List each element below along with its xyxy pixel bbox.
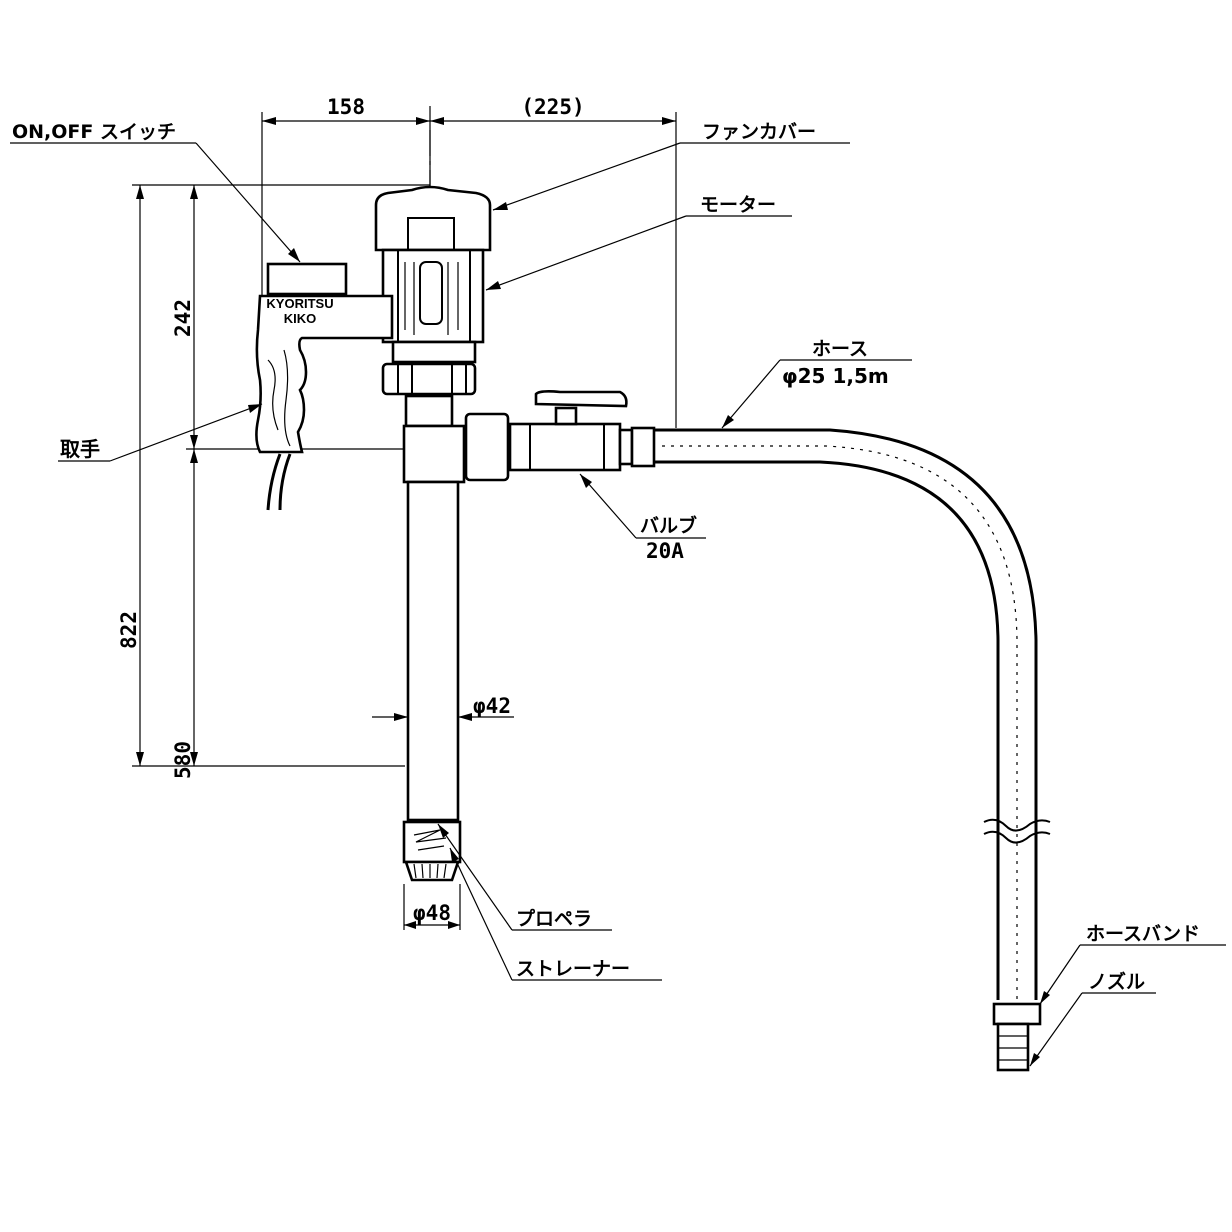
- hose-band-top: [630, 426, 656, 468]
- label-switch: ON,OFF スイッチ: [12, 121, 176, 143]
- union-nut: [464, 412, 510, 482]
- label-hose-band: ホースバンド: [1086, 923, 1200, 945]
- label-handle: 取手: [60, 437, 100, 461]
- label-propeller: プロペラ: [516, 907, 592, 930]
- hose-assembly: [630, 426, 1051, 1072]
- switch-box: [266, 262, 348, 296]
- label-hose-spec: φ25 1,5m: [782, 364, 889, 388]
- dim-strainer-diameter: φ48: [413, 901, 451, 925]
- dim-158: 158: [327, 95, 365, 119]
- nozzle: [996, 1022, 1030, 1072]
- valve-stem: [554, 406, 578, 426]
- valve-assembly: [402, 390, 634, 484]
- annotations: ON,OFF スイッチ ファンカバー モーター ホース φ25 1,5m 取手 …: [10, 121, 1226, 1067]
- label-strainer: ストレーナー: [516, 958, 630, 980]
- label-valve: バルブ: [640, 514, 697, 537]
- handle-grip: [255, 294, 394, 454]
- label-nozzle: ノズル: [1088, 970, 1145, 993]
- tee-upper: [404, 394, 454, 428]
- strainer-bottom: [404, 860, 460, 882]
- tube: [406, 480, 460, 822]
- label-fan-cover: ファンカバー: [702, 121, 816, 143]
- label-motor: モーター: [700, 194, 776, 216]
- motor-assembly: [374, 185, 492, 396]
- dim-580: 580: [171, 741, 195, 779]
- valve-lever: [534, 390, 628, 408]
- dim-tube-diameter: φ42: [473, 694, 511, 718]
- hose-band-bottom: [992, 1002, 1042, 1026]
- label-valve-spec: 20A: [646, 539, 684, 563]
- logo-line2: KIKO: [284, 311, 317, 326]
- dim-822: 822: [117, 611, 141, 649]
- left-dimensions: 242 822 580: [117, 184, 430, 779]
- logo-line1: KYORITSU: [266, 296, 333, 311]
- hose-corrugation: [662, 445, 1018, 1000]
- pump-tube: φ42 φ48: [372, 480, 514, 930]
- tee-body: [402, 424, 466, 484]
- dim-242: 242: [171, 299, 195, 337]
- top-dimensions: 158 (225): [261, 95, 677, 450]
- coupling-nut: [381, 362, 477, 396]
- power-cord: [266, 453, 282, 511]
- handle-assembly: KYORITSU KIKO: [255, 262, 394, 511]
- dim-225: (225): [521, 95, 584, 119]
- label-hose: ホース: [812, 338, 868, 360]
